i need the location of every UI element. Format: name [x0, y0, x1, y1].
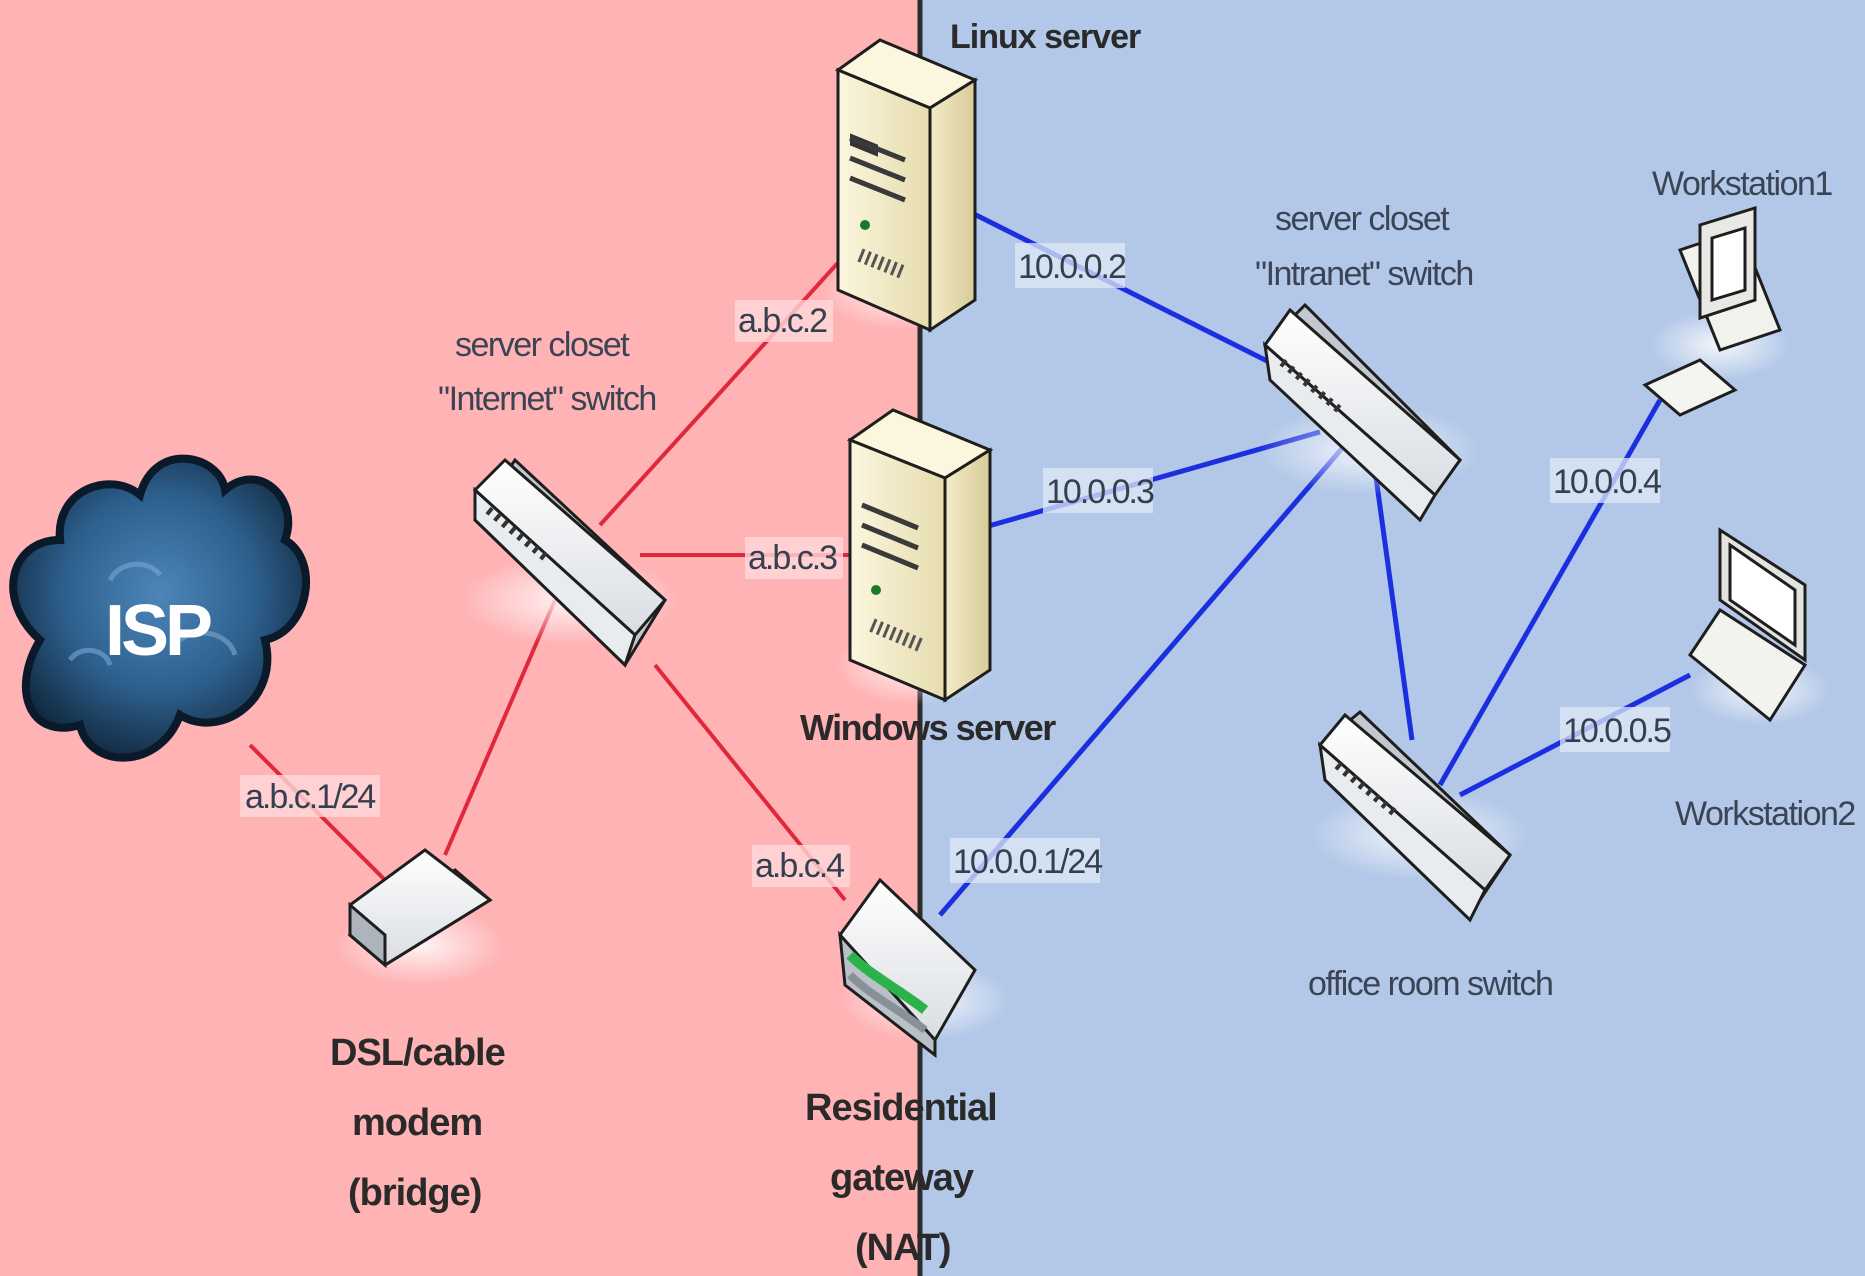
internet-switch-label-line2: "Internet" switch: [438, 380, 656, 418]
workstation1-label: Workstation1: [1652, 165, 1832, 203]
intranet-switch-label-line1: server closet: [1275, 200, 1450, 238]
office-switch-label: office room switch: [1308, 965, 1552, 1003]
link-intranet-office-switch: [1372, 469, 1415, 741]
isp-cloud-icon: [9, 454, 310, 762]
ip-windows-public: a.b.c.3: [748, 539, 837, 577]
workstation2-label: Workstation2: [1675, 795, 1855, 833]
internet-switch-icon: [460, 457, 680, 668]
office-switch-icon: [1310, 709, 1530, 923]
intranet-switch-label-line2: "Intranet" switch: [1255, 255, 1473, 293]
intranet-switch-icon: [1260, 302, 1480, 523]
ip-isp-link: a.b.c.1/24: [245, 778, 375, 816]
ip-workstation2: 10.0.0.5: [1563, 712, 1671, 750]
residential-gateway-icon: [838, 877, 1010, 1059]
modem-label-line1: DSL/cable: [330, 1032, 505, 1074]
isp-label: ISP: [105, 591, 211, 671]
windows-server-icon: [835, 408, 995, 705]
ip-gateway-public: a.b.c.4: [755, 847, 844, 885]
windows-server-label: Windows server: [800, 707, 1056, 748]
modem-label-line2: modem: [352, 1102, 482, 1144]
workstation2-icon: [1687, 527, 1830, 725]
ip-linux-private: 10.0.0.2: [1018, 248, 1126, 286]
gateway-label-line1: Residential: [805, 1087, 997, 1129]
ip-linux-public: a.b.c.2: [738, 302, 827, 340]
linux-server-label: Linux server: [950, 18, 1141, 56]
ip-gateway-private: 10.0.0.1/24: [953, 843, 1102, 881]
gateway-label-line3: (NAT): [855, 1227, 951, 1269]
linux-server-icon: [820, 38, 980, 333]
ip-windows-private: 10.0.0.3: [1046, 473, 1154, 511]
gateway-label-line2: gateway: [830, 1157, 974, 1199]
link-gateway-intranet-switch: [938, 443, 1347, 917]
workstation1-icon: [1642, 205, 1790, 417]
modem-label-line3: (bridge): [348, 1172, 481, 1214]
ip-workstation1: 10.0.0.4: [1553, 463, 1661, 501]
link-linux-intranet-switch: [968, 209, 1287, 373]
dsl-modem-icon: [335, 848, 505, 985]
internet-switch-label-line1: server closet: [455, 326, 630, 364]
